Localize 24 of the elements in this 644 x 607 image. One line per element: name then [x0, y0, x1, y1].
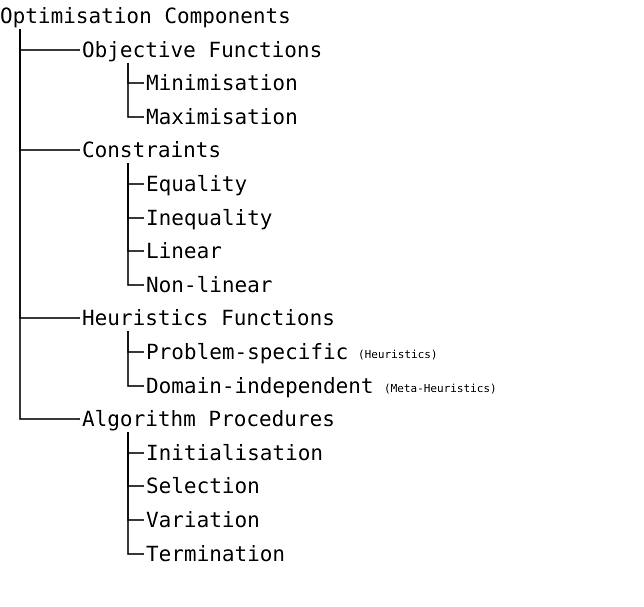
tree-node-label: Variation	[146, 507, 260, 533]
tree-connector	[19, 29, 80, 420]
annotation-note: (Heuristics)	[358, 348, 438, 362]
tree-node-label: Termination	[146, 540, 286, 567]
tree-node-label: Maximisation	[146, 104, 298, 130]
tree-node-label: Constraints	[82, 137, 222, 164]
tree-node-label: Initialisation	[146, 440, 324, 466]
tree-node-label: Heuristics Functions	[82, 305, 335, 332]
tree-connector	[127, 163, 144, 286]
tree-connector	[127, 331, 144, 387]
tree-node-label: Selection	[146, 473, 260, 500]
tree-node-label: Optimisation Components	[0, 3, 291, 29]
tree-connector	[127, 432, 144, 555]
annotation-note: (Meta-Heuristics)	[384, 382, 497, 396]
tree-node-label: Inequality	[146, 204, 272, 231]
tree-node-label: Domain-independent	[146, 372, 374, 399]
tree-node-label: Equality	[146, 171, 248, 197]
tree-connector	[127, 63, 144, 118]
tree-node-label: Algorithm Procedures	[82, 406, 335, 432]
tree-node-label: Problem-specific	[146, 339, 348, 365]
tree-node-label: Minimisation	[146, 70, 298, 96]
tree-node-label: Objective Functions	[82, 36, 322, 63]
tree-node-label: Non-linear	[146, 272, 272, 298]
tree-node-label: Linear	[146, 238, 222, 264]
